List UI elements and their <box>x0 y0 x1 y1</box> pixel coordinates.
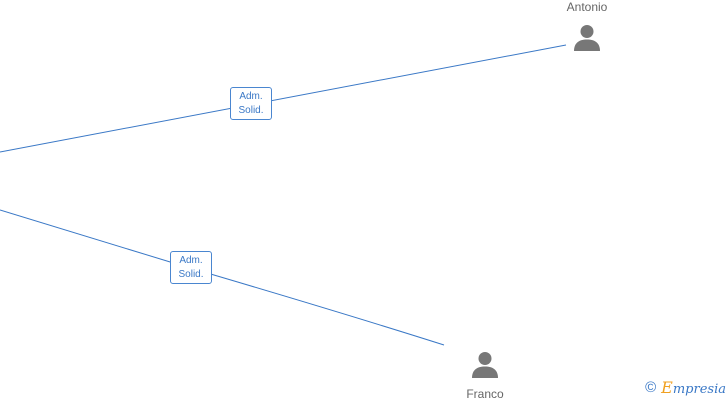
person-name: Franco <box>466 387 504 400</box>
connector-line-franco <box>0 209 445 346</box>
edge-label-line2: Solid. <box>238 105 264 116</box>
brand-initial: E <box>661 377 673 397</box>
edge-label-franco[interactable]: Adm. Solid. <box>170 251 212 284</box>
person-icon <box>574 25 600 51</box>
edge-label-line2: Solid. <box>178 269 204 280</box>
empresia-watermark: © Empresia <box>645 378 726 397</box>
copyright-symbol: © <box>645 378 657 396</box>
person-icon <box>472 352 498 378</box>
person-name: Antonio <box>566 0 608 14</box>
person-node-antonio[interactable]: Antonio <box>558 0 616 53</box>
connector-line-antonio <box>0 44 567 153</box>
brand-logo: Empresia <box>661 378 726 397</box>
brand-rest: mpresia <box>672 381 726 397</box>
edge-label-antonio[interactable]: Adm. Solid. <box>230 87 272 120</box>
edge-label-line1: Adm. <box>179 255 203 266</box>
edge-label-line1: Adm. <box>239 91 263 102</box>
person-node-franco[interactable]: Franco <box>456 350 514 400</box>
